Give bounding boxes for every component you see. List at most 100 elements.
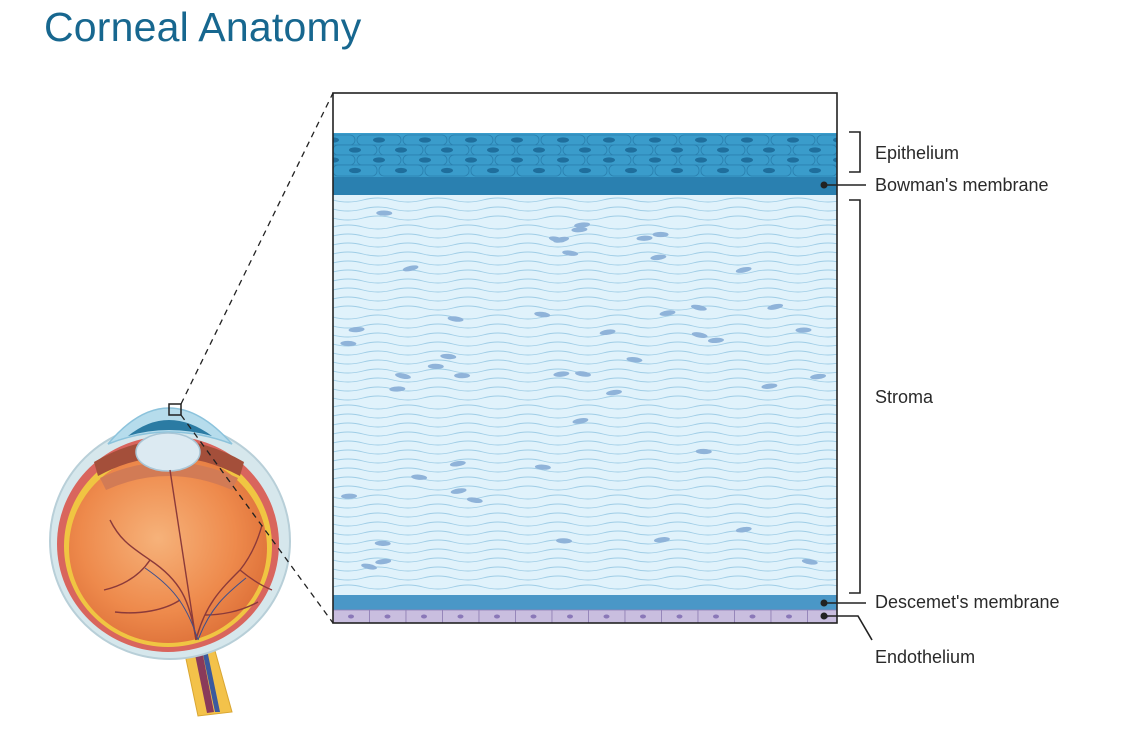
keratocyte [341,493,358,499]
epithelium-bracket [849,131,861,173]
keratocyte [450,488,467,494]
collagen-fiber [333,314,837,320]
collagen-fiber [333,269,837,275]
cell-nucleus [579,147,591,153]
endothelium-pointer [824,615,873,641]
keratocyte [695,448,712,455]
cell-nucleus [763,167,775,174]
keratocyte [449,460,466,467]
keratocyte [395,373,411,379]
cell-nucleus [671,167,683,174]
keratocyte [707,337,724,344]
endothelium-dot [820,612,828,620]
cell-nucleus [603,157,615,163]
cell-nucleus [384,614,391,619]
cell-nucleus [395,167,407,174]
cell-nucleus [419,157,431,163]
cell-nucleus [557,157,569,163]
collagen-fiber [333,278,837,284]
zoom-marker [168,403,182,416]
collagen-fiber [333,395,837,401]
collagen-fiber [333,323,837,329]
cell-nucleus [717,167,729,174]
collagen-fiber [333,584,837,590]
zoom-lines [180,92,334,624]
keratocyte [626,356,643,363]
epithelial-cell [333,154,356,166]
keratocyte [810,373,827,380]
cell-nucleus [640,614,646,619]
cell-nucleus [465,137,477,143]
keratocyte [534,464,551,470]
keratocyte [454,373,471,379]
cell-nucleus [787,157,799,163]
cell-nucleus [625,147,637,153]
collagen-fiber [333,260,837,266]
keratocyte [562,250,579,256]
epithelium-label: Epithelium [875,143,959,163]
cell-nucleus [511,137,523,143]
cell-nucleus [741,157,753,163]
cell-nucleus [787,137,799,143]
cell-nucleus [763,147,775,153]
collagen-fiber [333,413,837,419]
collagen-fiber [333,206,837,212]
keratocyte [340,340,357,347]
keratocyte [389,386,406,392]
keratocyte [447,316,464,322]
keratocyte [375,558,392,565]
cell-nucleus [349,147,361,153]
collagen-fiber [333,377,837,383]
collagen-fiber [333,575,837,581]
cell-nucleus [809,167,821,174]
cell-nucleus [695,157,707,163]
keratocyte [650,254,667,261]
cell-nucleus [465,157,477,163]
cell-nucleus [676,614,683,619]
collagen-fiber [333,350,837,356]
keratocyte [348,326,365,333]
descemet-label: Descemet's membrane [875,592,1060,612]
collagen-fiber [333,422,837,428]
keratocyte [599,329,616,336]
keratocyte [636,235,653,241]
keratocyte [402,265,419,272]
keratocyte [572,418,589,424]
keratocyte [735,266,752,273]
cell-nucleus [457,614,464,619]
collagen-fiber [333,539,837,545]
keratocyte [374,540,391,546]
collagen-fiber [333,404,837,410]
collagen-fiber [333,512,837,518]
collagen-fiber [333,296,837,302]
page-title: Corneal Anatomy [44,4,362,50]
endothelium-layer [333,609,837,623]
bowman-dot [820,181,828,189]
collagen-fiber [333,566,837,572]
cell-nucleus [833,157,837,163]
epithelial-cell [333,134,356,146]
cell-nucleus [625,167,637,174]
collagen-fiber [333,197,837,203]
cell-nucleus [530,614,537,619]
cell-nucleus [579,167,591,174]
bowman-label: Bowman's membrane [875,175,1049,195]
cell-nucleus [749,614,756,619]
epithelial-cell [816,154,837,166]
collagen-fiber [333,251,837,257]
cell-nucleus [717,147,729,153]
collagen-fiber [333,431,837,437]
descemet-layer [333,595,837,610]
stroma-label: Stroma [875,387,934,407]
stroma-layer [333,195,837,595]
cell-nucleus [567,614,573,619]
collagen-fiber [333,557,837,563]
keratocyte [376,210,393,216]
keratocyte [795,327,812,333]
keratocyte [553,371,570,377]
cell-nucleus [494,614,500,619]
keratocyte [653,537,670,543]
cell-nucleus [333,137,339,143]
collagen-fiber [333,503,837,509]
